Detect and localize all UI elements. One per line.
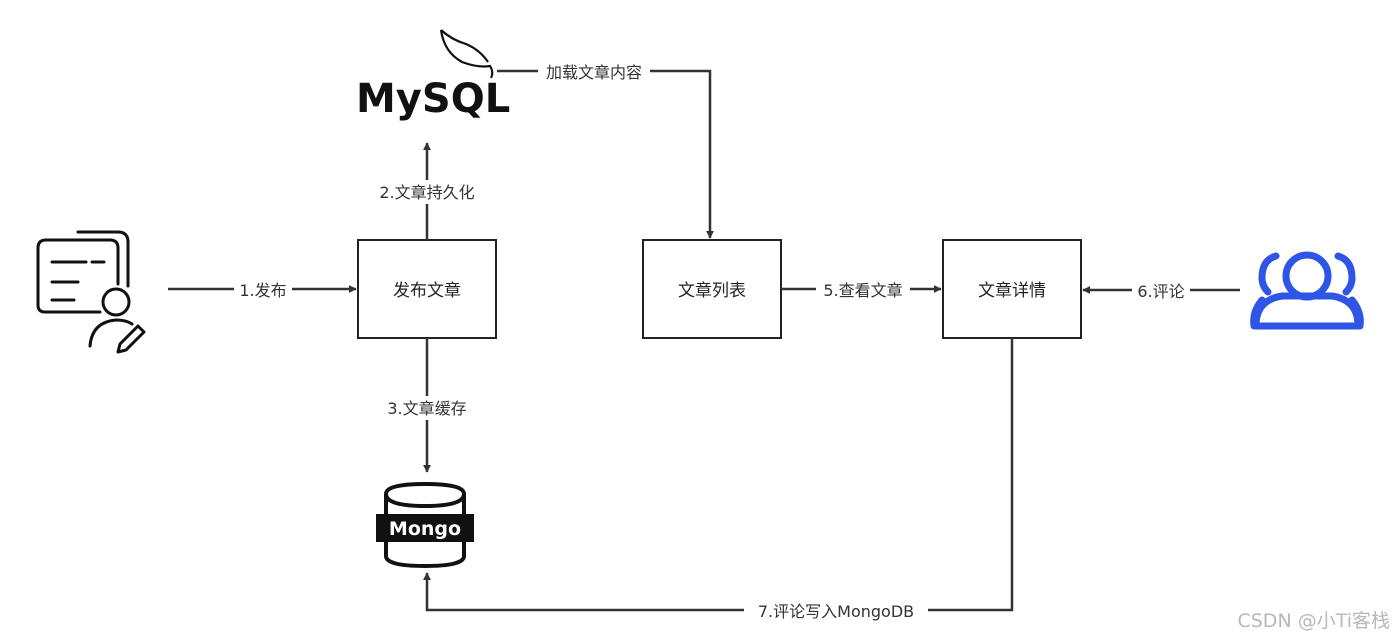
edge-write-mongo: 7.评论写入MongoDB bbox=[423, 338, 1014, 622]
edge-label: 7.评论写入MongoDB bbox=[758, 602, 914, 621]
edge-load: 加载文章内容 bbox=[497, 61, 714, 239]
user-group-icon bbox=[1250, 251, 1364, 330]
edge-view: 5.查看文章 bbox=[781, 279, 942, 301]
node-article-detail: 文章详情 bbox=[942, 239, 1082, 339]
node-label: 发布文章 bbox=[393, 281, 461, 301]
mysql-logo-text: MySQL bbox=[356, 76, 510, 122]
edge-publish: 1.发布 bbox=[168, 279, 357, 301]
node-label: 文章列表 bbox=[678, 281, 746, 301]
edge-label: 1.发布 bbox=[239, 281, 286, 300]
dolphin-icon bbox=[439, 29, 494, 79]
edge-label: 5.查看文章 bbox=[823, 281, 902, 300]
edge-persist: 2.文章持久化 bbox=[372, 142, 482, 240]
edge-label: 加载文章内容 bbox=[546, 63, 642, 82]
mysql-logo: MySQL bbox=[356, 29, 510, 122]
edge-label: 2.文章持久化 bbox=[379, 183, 474, 202]
mongo-logo-text: Mongo bbox=[389, 518, 461, 540]
node-label: 文章详情 bbox=[978, 281, 1046, 301]
author-document-edit-icon bbox=[36, 230, 146, 354]
node-publish-article: 发布文章 bbox=[357, 239, 497, 339]
edge-cache: 3.文章缓存 bbox=[380, 338, 474, 473]
edge-comment: 6.评论 bbox=[1082, 280, 1240, 302]
mongo-logo: Mongo bbox=[376, 481, 474, 569]
edge-label: 6.评论 bbox=[1137, 282, 1184, 301]
edge-label: 3.文章缓存 bbox=[387, 399, 466, 418]
node-article-list: 文章列表 bbox=[642, 239, 782, 339]
watermark: CSDN @小Ti客栈 bbox=[1237, 610, 1390, 632]
